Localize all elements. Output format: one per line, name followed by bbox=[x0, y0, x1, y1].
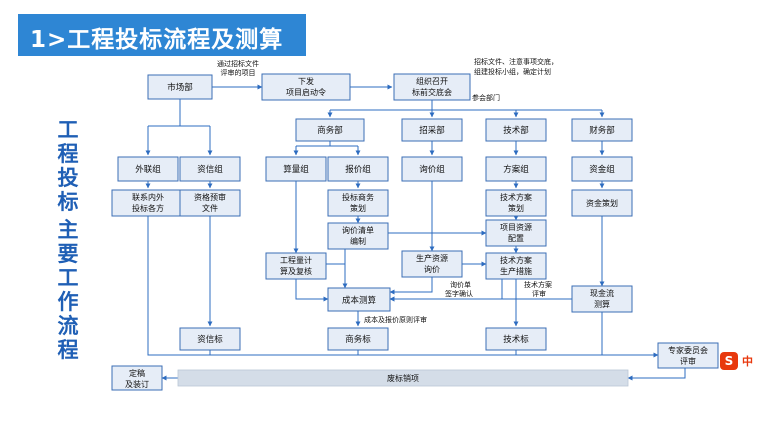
node-cashflow: 现金流 测算 bbox=[571, 285, 633, 313]
node-label-line1: 联系内外 bbox=[132, 192, 164, 202]
node-label: 报价组 bbox=[345, 164, 371, 175]
node-finalize: 定稿 及装订 bbox=[111, 365, 163, 391]
node-label-line1: 资格预审 bbox=[194, 192, 226, 202]
node-label-line1: 组织召开 bbox=[416, 76, 448, 86]
node-bid-strategy: 投标商务 策划 bbox=[327, 189, 389, 217]
node-label: 询价组 bbox=[419, 164, 445, 175]
node-label-line1: 技术方案 bbox=[500, 192, 532, 202]
node-external: 外联组 bbox=[117, 156, 179, 182]
node-resource-config: 项目资源 配置 bbox=[485, 219, 547, 247]
node-label-line1: 现金流 bbox=[590, 288, 614, 298]
node-label-line2: 文件 bbox=[202, 203, 218, 213]
side-title-workflow: 主要工作流程 bbox=[57, 218, 79, 362]
node-label: 资金策划 bbox=[586, 198, 618, 208]
node-label-line2: 测算 bbox=[594, 299, 610, 309]
node-label-line1: 生产资源 bbox=[416, 253, 448, 263]
node-label: 方案组 bbox=[503, 164, 529, 175]
node-label: 成本测算 bbox=[342, 295, 377, 306]
node-price-list: 询价清单 编制 bbox=[327, 222, 389, 250]
node-quantity: 算量组 bbox=[265, 156, 327, 182]
node-label-line1: 技术方案 bbox=[500, 255, 532, 265]
node-quote: 报价组 bbox=[327, 156, 389, 182]
node-scheme: 方案组 bbox=[485, 156, 547, 182]
node-label: 资信组 bbox=[197, 164, 223, 175]
node-label-line2: 算及复核 bbox=[280, 266, 312, 276]
node-label-line2: 及装订 bbox=[125, 379, 149, 389]
node-market: 市场部 bbox=[147, 74, 213, 100]
node-credit: 资信组 bbox=[179, 156, 241, 182]
node-tech-bid: 技术标 bbox=[485, 327, 547, 351]
node-label-line2: 编制 bbox=[350, 236, 366, 246]
node-finance: 财务部 bbox=[571, 118, 633, 142]
note-kickoff-line1: 通过招标文件 bbox=[217, 59, 259, 68]
note-tech-review-line2: 评审 bbox=[532, 289, 546, 298]
node-procurement: 招采部 bbox=[401, 118, 463, 142]
node-tech: 技术部 bbox=[485, 118, 547, 142]
node-tech-measure: 技术方案 生产措施 bbox=[485, 252, 547, 280]
node-label-line2: 策划 bbox=[508, 203, 524, 213]
node-credit-docs: 资格预审 文件 bbox=[179, 189, 241, 217]
input-method-label[interactable]: 中 bbox=[742, 355, 753, 368]
note-inquiry-sign-line2: 签字确认 bbox=[445, 289, 473, 298]
note-inquiry-sign-line1: 询价单 bbox=[450, 280, 471, 289]
node-label-line2: 项目启动令 bbox=[286, 87, 326, 97]
node-inquiry: 询价组 bbox=[401, 156, 463, 182]
node-label-line2: 投标各方 bbox=[132, 203, 164, 213]
node-label: 招采部 bbox=[419, 125, 445, 136]
node-label: 资金组 bbox=[589, 164, 615, 175]
node-tech-plan: 技术方案 策划 bbox=[485, 189, 547, 217]
node-commerce: 商务部 bbox=[295, 118, 365, 142]
node-cost-calc: 成本测算 bbox=[327, 287, 391, 312]
node-label-line1: 投标商务 bbox=[342, 192, 374, 202]
node-commerce-bid: 商务标 bbox=[327, 327, 389, 351]
page-title: 1>工程投标流程及测算 bbox=[30, 27, 284, 53]
node-label-line2: 询价 bbox=[424, 264, 440, 274]
node-label: 技术部 bbox=[503, 125, 529, 136]
node-label: 商务标 bbox=[345, 334, 371, 345]
note-tech-review-line1: 技术方案 bbox=[524, 280, 552, 289]
node-label: 外联组 bbox=[135, 164, 161, 175]
node-abandon: 废标销项 bbox=[177, 369, 629, 387]
note-attend: 参会部门 bbox=[472, 93, 500, 102]
node-label-line2: 策划 bbox=[350, 203, 366, 213]
node-label-line2: 配置 bbox=[508, 234, 524, 243]
node-label-line1: 专家委员会 bbox=[668, 345, 708, 355]
node-contact: 联系内外 投标各方 bbox=[111, 189, 185, 217]
node-label: 商务部 bbox=[317, 125, 343, 136]
node-prod-inquiry: 生产资源 询价 bbox=[401, 250, 463, 278]
node-label: 资信标 bbox=[197, 334, 223, 345]
node-label: 财务部 bbox=[589, 125, 615, 136]
input-method-icon[interactable]: S bbox=[720, 352, 738, 370]
node-prebid: 组织召开 标前交底会 bbox=[393, 73, 471, 101]
title-banner bbox=[18, 14, 306, 56]
node-label-line2: 评审 bbox=[680, 356, 696, 366]
node-label-line1: 下发 bbox=[298, 76, 314, 86]
node-label: 技术标 bbox=[503, 334, 529, 345]
node-funds: 资金组 bbox=[571, 156, 633, 182]
node-credit-bid: 资信标 bbox=[179, 327, 241, 351]
node-expert-review: 专家委员会 评审 bbox=[657, 342, 719, 369]
connectors bbox=[145, 84, 686, 381]
node-label: 算量组 bbox=[283, 164, 309, 175]
note-kickoff-line2: 评审的项目 bbox=[221, 68, 256, 77]
node-quantity-calc: 工程量计 算及复核 bbox=[265, 252, 327, 280]
node-label: 废标销项 bbox=[387, 373, 419, 383]
node-label: 市场部 bbox=[167, 82, 193, 93]
node-label-line2: 生产措施 bbox=[500, 266, 532, 276]
note-cost-principle: 成本及报价原则评审 bbox=[364, 315, 427, 324]
node-label-line1: 工程量计 bbox=[280, 255, 312, 265]
node-label-line1: 询价清单 bbox=[342, 225, 374, 235]
side-title-bidding: 工程投标 bbox=[57, 118, 79, 214]
note-prebid-line2: 组建投标小组，确定计划 bbox=[474, 67, 551, 76]
node-fund-plan: 资金策划 bbox=[571, 189, 633, 217]
node-label-line1: 定稿 bbox=[129, 368, 145, 378]
node-label-line2: 标前交底会 bbox=[412, 87, 452, 97]
note-prebid-line1: 招标文件、注意事项交底， bbox=[474, 57, 558, 66]
node-label-line1: 项目资源 bbox=[500, 222, 532, 232]
node-kickoff: 下发 项目启动令 bbox=[261, 73, 351, 101]
